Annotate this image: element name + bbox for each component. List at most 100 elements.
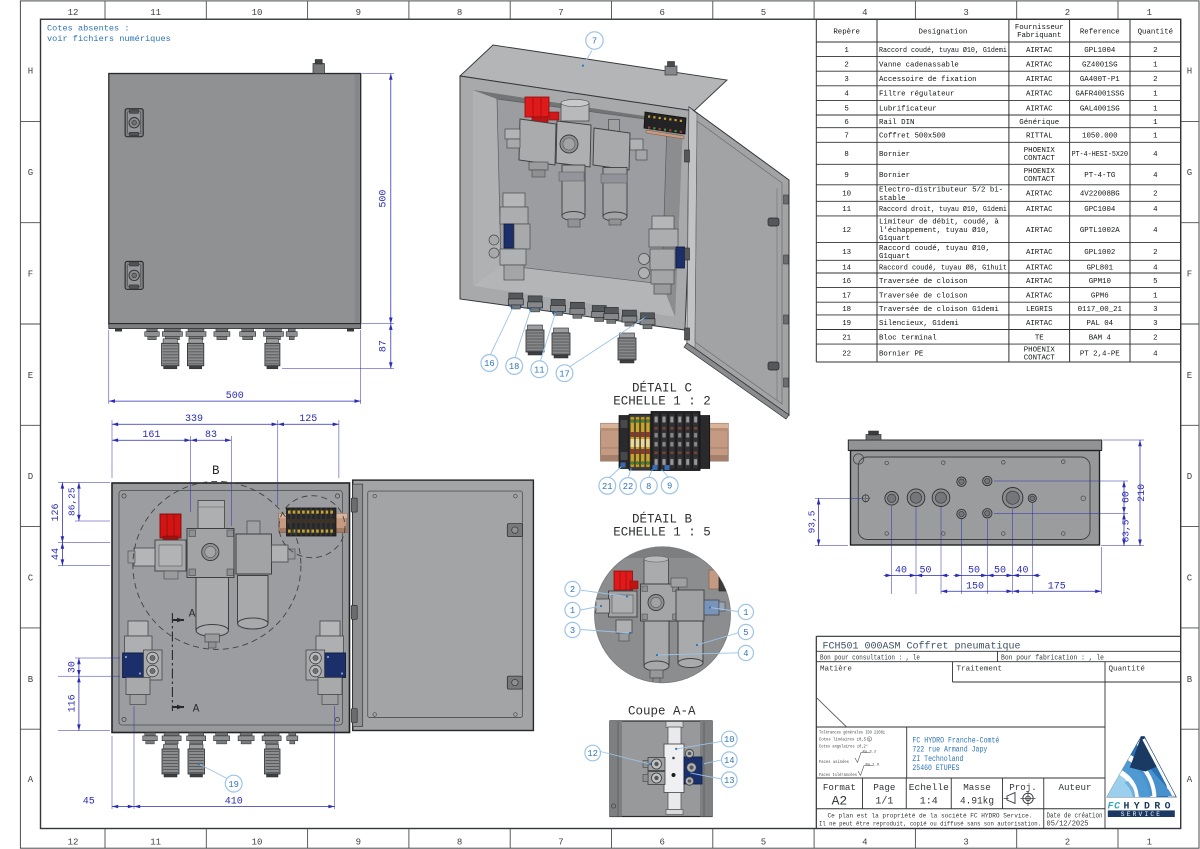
- svg-text:TE: TE: [1035, 334, 1044, 342]
- svg-text:AIRTAC: AIRTAC: [1026, 47, 1053, 55]
- svg-text:5: 5: [743, 628, 748, 638]
- svg-text:DÉTAIL B: DÉTAIL B: [632, 512, 693, 527]
- svg-text:AIRTAC: AIRTAC: [1026, 249, 1053, 257]
- svg-text:PT 2,4-PE: PT 2,4-PE: [1080, 351, 1120, 359]
- svg-text:A: A: [1187, 775, 1193, 785]
- svg-text:Bornier: Bornier: [879, 172, 910, 180]
- svg-text:C: C: [28, 574, 34, 584]
- svg-text:AIRTAC: AIRTAC: [1026, 320, 1053, 328]
- svg-text:3: 3: [570, 626, 575, 636]
- svg-text:50: 50: [994, 565, 1006, 576]
- svg-text:1: 1: [1153, 119, 1158, 127]
- svg-text:11: 11: [150, 838, 161, 848]
- svg-text:16: 16: [484, 359, 495, 369]
- svg-text:13: 13: [842, 249, 851, 257]
- svg-text:8: 8: [844, 151, 848, 159]
- svg-text:Tolérances générales ISO 22081: Tolérances générales ISO 22081: [819, 731, 885, 736]
- svg-text:Bornier: Bornier: [879, 151, 910, 159]
- svg-text:Ra 1.6: Ra 1.6: [866, 764, 880, 768]
- svg-text:Ce plan est la propriété de la: Ce plan est la propriété de la société F…: [828, 812, 1033, 819]
- svg-text:4: 4: [1153, 227, 1158, 235]
- svg-text:17: 17: [842, 293, 851, 301]
- svg-text:Reference: Reference: [1080, 28, 1120, 36]
- svg-text:05/12/2025: 05/12/2025: [1047, 820, 1089, 828]
- svg-text:30: 30: [67, 661, 78, 673]
- svg-text:4: 4: [1153, 151, 1158, 159]
- svg-text:GAL4001SG: GAL4001SG: [1080, 105, 1120, 113]
- svg-text:BAM 4: BAM 4: [1089, 334, 1112, 342]
- svg-text:25460 ETUPES: 25460 ETUPES: [912, 763, 959, 773]
- svg-text:Echelle: Echelle: [909, 782, 949, 793]
- svg-text:G: G: [28, 168, 33, 178]
- svg-text:8: 8: [457, 8, 462, 18]
- svg-text:9: 9: [844, 172, 848, 180]
- svg-text:500: 500: [378, 190, 389, 208]
- svg-text:GPL1004: GPL1004: [1084, 47, 1116, 55]
- svg-text:13: 13: [724, 776, 735, 786]
- svg-text:12: 12: [587, 749, 598, 759]
- svg-text:86,25: 86,25: [66, 487, 77, 516]
- svg-text:150: 150: [966, 581, 984, 592]
- svg-text:11: 11: [842, 206, 851, 214]
- svg-text:Raccord coudé, tuyau Ø10,: Raccord coudé, tuyau Ø10,: [879, 244, 990, 253]
- svg-text:A: A: [193, 704, 200, 716]
- svg-text:GPTL1002A: GPTL1002A: [1080, 227, 1120, 235]
- svg-text:Rail DIN: Rail DIN: [879, 119, 914, 127]
- svg-text:18: 18: [509, 362, 520, 372]
- svg-text:4: 4: [1153, 264, 1158, 272]
- svg-text:3: 3: [844, 76, 848, 84]
- svg-text:AIRTAC: AIRTAC: [1026, 293, 1053, 301]
- svg-text:LEGRIS: LEGRIS: [1026, 306, 1053, 314]
- svg-text:87: 87: [378, 340, 389, 352]
- svg-text:AIRTAC: AIRTAC: [1026, 91, 1053, 99]
- svg-text:1/1: 1/1: [875, 796, 893, 808]
- svg-text:4: 4: [844, 91, 849, 99]
- svg-text:Traversée de cloison: Traversée de cloison: [879, 278, 968, 286]
- svg-text:2: 2: [1153, 249, 1157, 257]
- svg-text:44: 44: [51, 548, 62, 560]
- svg-text:D: D: [28, 472, 33, 482]
- svg-text:6: 6: [659, 8, 664, 18]
- svg-text:Raccord coudé, tuyau Ø8, G1hui: Raccord coudé, tuyau Ø8, G1huit: [879, 263, 1007, 272]
- svg-text:7: 7: [844, 133, 848, 141]
- svg-text:Lubrificateur: Lubrificateur: [879, 105, 937, 113]
- svg-text:2: 2: [1153, 191, 1157, 199]
- svg-text:500: 500: [226, 391, 244, 402]
- svg-text:Cotes linéaires ±0,5: Cotes linéaires ±0,5: [819, 738, 866, 743]
- svg-text:ECHELLE 1 : 5: ECHELLE 1 : 5: [613, 525, 711, 539]
- svg-text:Faces tolérancées: Faces tolérancées: [819, 773, 857, 778]
- svg-text:Bon pour fabrication : , le: Bon pour fabrication : , le: [1001, 654, 1104, 662]
- svg-text:FCH501 000ASM Coffret pneumati: FCH501 000ASM Coffret pneumatique: [823, 640, 1021, 652]
- svg-text:l'échappement, tuyau Ø10,: l'échappement, tuyau Ø10,: [879, 226, 990, 235]
- svg-text:2: 2: [844, 62, 848, 70]
- svg-text:4: 4: [1153, 206, 1158, 214]
- svg-text:Accessoire de fixation: Accessoire de fixation: [879, 76, 977, 84]
- svg-text:5: 5: [1153, 278, 1157, 286]
- svg-text:4: 4: [862, 8, 867, 18]
- svg-text:A2: A2: [832, 794, 848, 809]
- svg-text:0117_00_21: 0117_00_21: [1078, 306, 1123, 314]
- svg-text:10: 10: [842, 191, 851, 199]
- svg-text:1: 1: [743, 608, 748, 618]
- svg-text:1: 1: [1147, 838, 1152, 848]
- svg-text:210: 210: [1137, 484, 1148, 502]
- svg-text:5: 5: [761, 838, 766, 848]
- svg-text:GPL1002: GPL1002: [1084, 249, 1115, 257]
- svg-text:Bon pour consultation : , le: Bon pour consultation : , le: [820, 654, 920, 662]
- svg-text:Générique: Générique: [1019, 119, 1059, 127]
- svg-text:Traitement: Traitement: [957, 666, 1003, 674]
- svg-text:7: 7: [558, 8, 563, 18]
- svg-text:HYDRO: HYDRO: [1124, 800, 1175, 811]
- svg-text:1:4: 1:4: [920, 797, 938, 808]
- svg-text:Filtre régulateur: Filtre régulateur: [879, 91, 954, 99]
- svg-text:G: G: [1187, 168, 1192, 178]
- svg-text:11: 11: [534, 365, 545, 375]
- svg-text:Designation: Designation: [919, 28, 968, 36]
- svg-text:GPC1004: GPC1004: [1084, 206, 1116, 214]
- svg-text:50: 50: [919, 565, 931, 576]
- svg-text:22: 22: [623, 482, 634, 492]
- svg-text:21: 21: [842, 334, 851, 342]
- svg-text:5: 5: [844, 105, 848, 113]
- svg-text:Cotes angulaires ±0,2°: Cotes angulaires ±0,2°: [819, 745, 868, 750]
- svg-text:Masse: Masse: [963, 782, 991, 793]
